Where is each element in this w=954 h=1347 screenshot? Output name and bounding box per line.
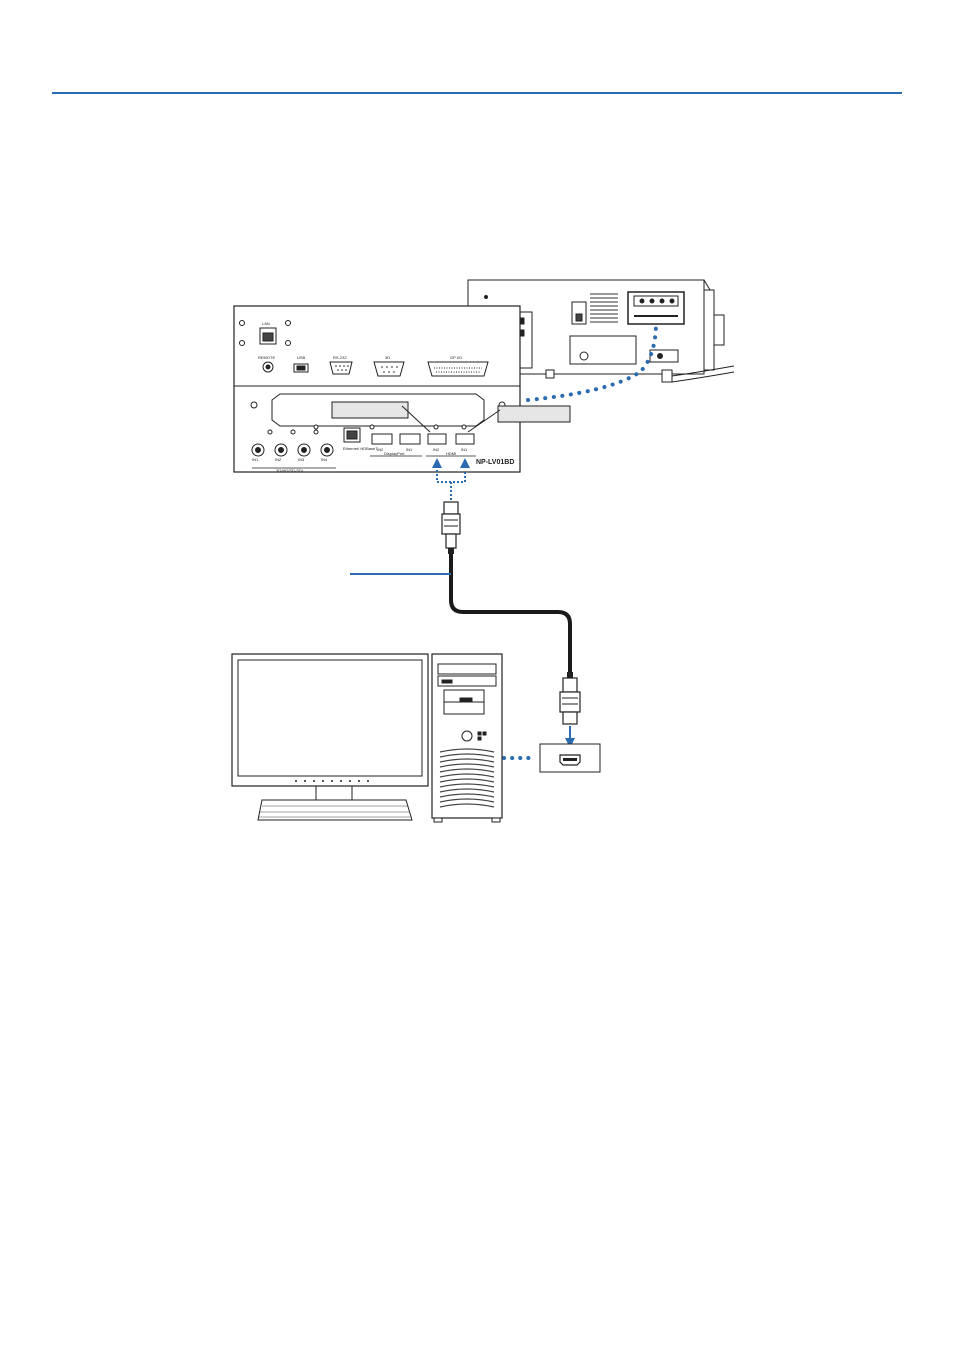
dp-in2-label: IN2 xyxy=(377,447,384,452)
panel-labels: LAN REMOTE USB RS-232 3D GP I/O IN1 IN2 … xyxy=(252,321,468,473)
monitor-illustration xyxy=(231,653,429,821)
usb-label: USB xyxy=(297,355,306,360)
hdmi-port-bracket xyxy=(436,470,466,500)
io-label: 3D xyxy=(385,355,390,360)
sdi-in3-label: IN3 xyxy=(298,457,305,462)
sdi-in4-label: IN4 xyxy=(321,457,328,462)
sdi-in1-label: IN1 xyxy=(252,457,259,462)
board-front-panel xyxy=(233,305,571,473)
hdmi-cable xyxy=(441,501,581,725)
sdi-group-label: 3G/HD/SD-SDI xyxy=(276,468,303,473)
pc-hdmi-port xyxy=(539,743,601,773)
rs232-label: RS-232 xyxy=(333,355,347,360)
hdmi-in1-label: IN1 xyxy=(461,447,468,452)
ethernet-label: Ethernet/ HDBaseT xyxy=(343,446,378,451)
header-rule xyxy=(52,92,902,94)
board-to-projector-dotted-link xyxy=(526,320,658,402)
dp-in1-label: IN1 xyxy=(406,447,413,452)
displayport-label: DisplayPort xyxy=(384,451,405,456)
model-label: NP-LV01BD xyxy=(476,459,514,466)
hdmi-arrowheads xyxy=(432,458,470,468)
projector-vent xyxy=(590,293,618,323)
remote-label: REMOTE xyxy=(258,355,275,360)
hdmi-in2-label: IN2 xyxy=(433,447,440,452)
lan-label: LAN xyxy=(262,321,270,326)
gpio-label: GP I/O xyxy=(450,355,462,360)
pc-tower-illustration xyxy=(431,653,503,823)
sdi-connectors xyxy=(251,429,336,469)
hdmi-label: HDMI xyxy=(446,451,456,456)
sdi-in2-label: IN2 xyxy=(275,457,282,462)
pc-port-arrowhead xyxy=(565,738,575,748)
